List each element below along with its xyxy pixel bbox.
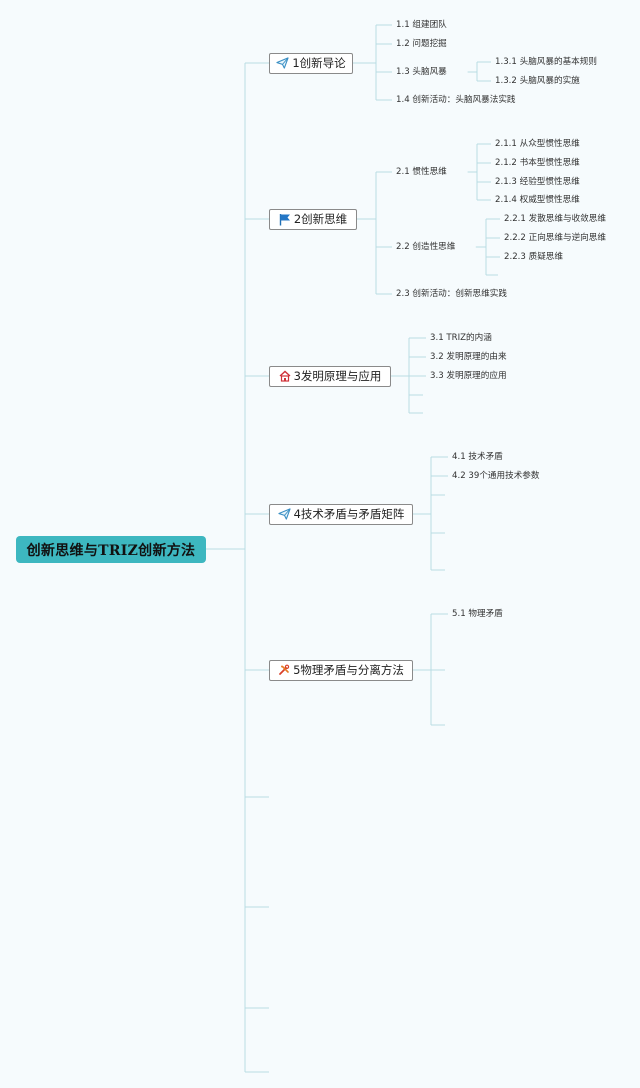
house-icon bbox=[279, 370, 291, 382]
branch-label: 5物理矛盾与分离方法 bbox=[293, 663, 404, 677]
branch-topic-3[interactable]: 3发明原理与应用 bbox=[269, 365, 391, 387]
paper-plane-icon bbox=[277, 508, 291, 520]
subtopic[interactable]: 2.2 创造性思维 bbox=[396, 242, 456, 252]
subtopic[interactable]: 1.1 组建团队 bbox=[396, 20, 447, 30]
sub-subtopic[interactable]: 1.3.2 头脑风暴的实施 bbox=[495, 76, 580, 86]
tools-icon bbox=[278, 664, 290, 676]
branch-topic-1[interactable]: 1创新导论 bbox=[269, 52, 353, 74]
subtopic[interactable]: 2.3 创新活动：创新思维实践 bbox=[396, 289, 507, 299]
subtopic[interactable]: 4.2 39个通用技术参数 bbox=[452, 471, 540, 481]
sub-subtopic[interactable]: 1.3.1 头脑风暴的基本规则 bbox=[495, 57, 597, 67]
subtopic[interactable]: 1.2 问题挖掘 bbox=[396, 39, 447, 49]
branch-label: 1创新导论 bbox=[292, 56, 346, 70]
branch-label: 3发明原理与应用 bbox=[293, 369, 382, 383]
branch-label: 2创新思维 bbox=[293, 212, 348, 226]
sub-subtopic[interactable]: 2.1.3 经验型惯性思维 bbox=[495, 177, 580, 187]
subtopic[interactable]: 2.1 惯性思维 bbox=[396, 167, 447, 177]
subtopic[interactable]: 3.1 TRIZ的内涵 bbox=[430, 333, 492, 343]
sub-subtopic[interactable]: 2.1.4 权威型惯性思维 bbox=[495, 195, 580, 205]
paper-plane-icon bbox=[276, 57, 289, 69]
sub-subtopic[interactable]: 2.2.2 正向思维与逆向思维 bbox=[504, 233, 606, 243]
subtopic[interactable]: 1.4 创新活动：头脑风暴法实践 bbox=[396, 95, 516, 105]
branch-topic-2[interactable]: 2创新思维 bbox=[269, 208, 357, 230]
branch-topic-5[interactable]: 5物理矛盾与分离方法 bbox=[269, 659, 413, 681]
subtopic[interactable]: 4.1 技术矛盾 bbox=[452, 452, 503, 462]
branch-label: 4技术矛盾与矛盾矩阵 bbox=[293, 507, 405, 521]
sub-subtopic[interactable]: 2.2.3 质疑思维 bbox=[504, 252, 563, 262]
subtopic[interactable]: 3.3 发明原理的应用 bbox=[430, 371, 507, 381]
sub-subtopic[interactable]: 2.1.1 从众型惯性思维 bbox=[495, 139, 580, 149]
sub-subtopic[interactable]: 2.1.2 书本型惯性思维 bbox=[495, 158, 580, 168]
sub-subtopic[interactable]: 2.2.1 发散思维与收敛思维 bbox=[504, 214, 606, 224]
subtopic[interactable]: 5.1 物理矛盾 bbox=[452, 609, 503, 619]
branch-topic-4[interactable]: 4技术矛盾与矛盾矩阵 bbox=[269, 503, 413, 525]
subtopic[interactable]: 3.2 发明原理的由来 bbox=[430, 352, 507, 362]
root-topic[interactable]: 创新思维与TRIZ创新方法 bbox=[16, 536, 206, 563]
subtopic[interactable]: 1.3 头脑风暴 bbox=[396, 67, 447, 77]
flag-icon bbox=[279, 213, 291, 226]
